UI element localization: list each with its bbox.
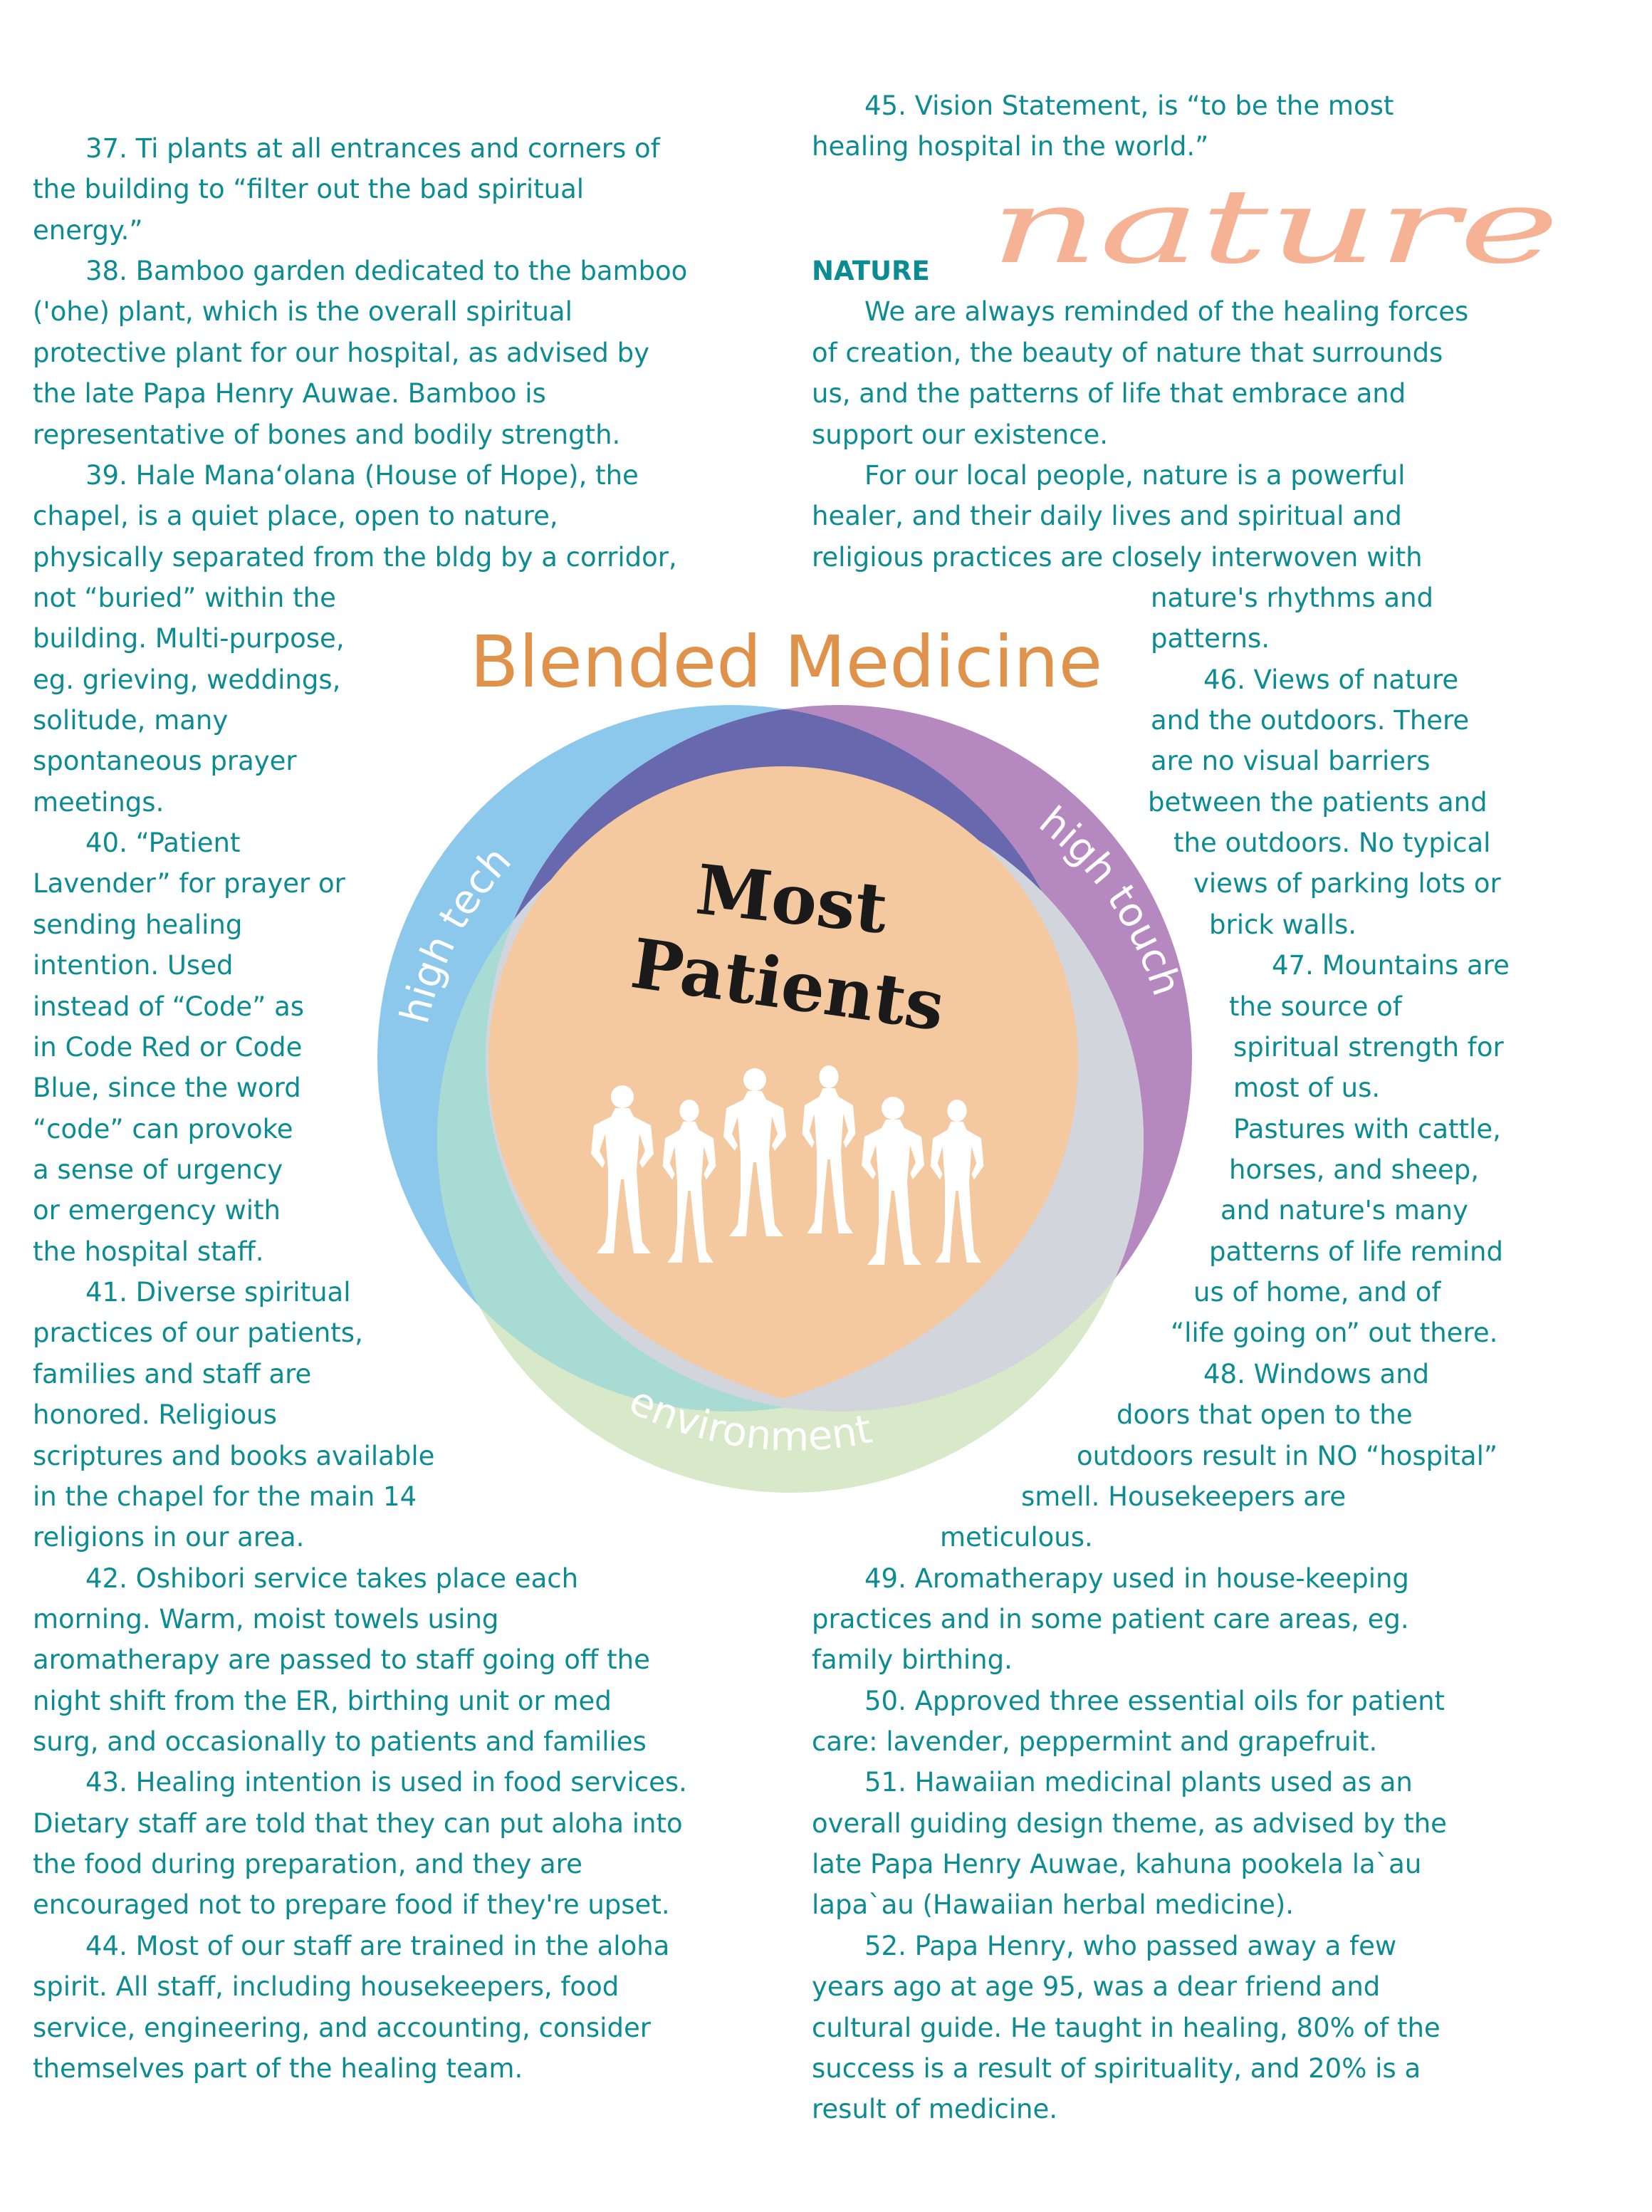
- left-text-line: the food during preparation, and they ar…: [33, 1849, 582, 1880]
- left-text-line: not “buried” within the: [33, 582, 336, 613]
- left-text-line: physically separated from the bldg by a …: [33, 541, 677, 573]
- left-text-line: 40. “Patient: [85, 828, 241, 859]
- right-text-line: “life going on” out there.: [1171, 1318, 1498, 1349]
- right-text-line: 51. Hawaiian medicinal plants used as an: [864, 1767, 1413, 1798]
- left-text-line: building. Multi-purpose,: [33, 623, 345, 654]
- right-text-line: us of home, and of: [1193, 1277, 1441, 1308]
- left-text-line: 38. Bamboo garden dedicated to the bambo…: [85, 256, 688, 287]
- left-text-line: or emergency with: [33, 1195, 281, 1226]
- left-text-line: service, engineering, and accounting, co…: [33, 2012, 651, 2043]
- center-label-most: Most: [692, 849, 891, 949]
- left-text-line: 41. Diverse spiritual: [85, 1277, 351, 1308]
- left-text-line: intention. Used: [33, 950, 234, 981]
- left-text-line: Dietary staff are told that they can put…: [33, 1807, 683, 1839]
- right-text-line: us, and the patterns of life that embrac…: [812, 378, 1406, 409]
- right-text-line: For our local people, nature is a powerf…: [864, 459, 1406, 491]
- right-text-line: meticulous.: [940, 1522, 1093, 1553]
- right-text-line: success is a result of spirituality, and…: [812, 2052, 1421, 2084]
- left-text-line: in the chapel for the main 14: [33, 1481, 417, 1512]
- right-text-line: lapa`au (Hawaiian herbal medicine).: [812, 1889, 1295, 1921]
- right-text-line: nature's rhythms and: [1151, 582, 1434, 613]
- right-text-line: brick walls.: [1209, 909, 1357, 940]
- right-text-line: 48. Windows and: [1203, 1358, 1430, 1389]
- left-text-line: 39. Hale Mana‘olana (House of Hope), the: [85, 459, 639, 491]
- right-text-line: the source of: [1229, 991, 1402, 1022]
- right-text-line: between the patients and: [1148, 786, 1488, 818]
- left-text-line: protective plant for our hospital, as ad…: [33, 337, 650, 368]
- right-text-line: healing hospital in the world.”: [812, 131, 1209, 162]
- left-text-line: themselves part of the healing team.: [33, 2052, 523, 2084]
- left-text-line: a sense of urgency: [33, 1154, 283, 1185]
- right-text-line: support our existence.: [812, 419, 1109, 450]
- right-text-line: 45. Vision Statement, is “to be the most: [864, 90, 1394, 121]
- left-text-line: representative of bones and bodily stren…: [33, 419, 621, 450]
- right-text-line: and nature's many: [1220, 1195, 1468, 1226]
- left-text-line: spirit. All staff, including housekeeper…: [33, 1971, 620, 2003]
- left-text-line: night shift from the ER, birthing unit o…: [33, 1685, 612, 1716]
- left-text-line: 37. Ti plants at all entrances and corne…: [85, 133, 660, 164]
- right-text-line: Pastures with cattle,: [1233, 1113, 1501, 1144]
- left-text-line: encouraged not to prepare food if they'r…: [33, 1889, 670, 1921]
- left-text-line: chapel, is a quiet place, open to nature…: [33, 501, 558, 532]
- right-text-line: 47. Mountains are: [1272, 950, 1510, 981]
- right-text-line: care: lavender, peppermint and grapefrui…: [812, 1726, 1378, 1758]
- left-text-line: surg, and occasionally to patients and f…: [33, 1726, 647, 1758]
- left-text-line: practices of our patients,: [33, 1318, 363, 1349]
- right-text-line: years ago at age 95, was a dear friend a…: [812, 1971, 1381, 2003]
- left-text-line: energy.”: [33, 214, 143, 246]
- right-text-line: practices and in some patient care areas…: [812, 1603, 1409, 1634]
- left-text-line: 42. Oshibori service takes place each: [85, 1563, 579, 1594]
- left-text-line: spontaneous prayer: [33, 746, 297, 777]
- right-text-line: healer, and their daily lives and spirit…: [812, 501, 1402, 532]
- right-text-line: doors that open to the: [1117, 1399, 1413, 1431]
- right-text-line: result of medicine.: [812, 2094, 1058, 2125]
- right-text-line: We are always reminded of the healing fo…: [864, 296, 1469, 328]
- left-text-line: instead of “Code” as: [33, 991, 305, 1022]
- left-text-line: ('ohe) plant, which is the overall spiri…: [33, 296, 573, 328]
- right-text-line: 50. Approved three essential oils for pa…: [864, 1685, 1446, 1716]
- right-text-line: patterns of life remind: [1209, 1236, 1503, 1267]
- left-text-line: aromatherapy are passed to staff going o…: [33, 1644, 650, 1676]
- left-text-line: eg. grieving, weddings,: [33, 664, 341, 695]
- left-text-line: the building to “filter out the bad spir…: [33, 174, 585, 205]
- right-text-line: smell. Housekeepers are: [1021, 1481, 1347, 1512]
- right-text-line: most of us.: [1233, 1073, 1381, 1104]
- right-text-line: late Papa Henry Auwae, kahuna pookela la…: [812, 1849, 1422, 1880]
- right-text-line: religious practices are closely interwov…: [812, 541, 1423, 573]
- left-text-line: scriptures and books available: [33, 1440, 435, 1471]
- left-text-line: 44. Most of our staff are trained in the…: [85, 1930, 670, 1961]
- right-text-line: family birthing.: [812, 1644, 1013, 1676]
- right-text-line: horses, and sheep,: [1229, 1154, 1480, 1185]
- left-text-line: in Code Red or Code: [33, 1031, 303, 1063]
- right-text-line: 49. Aromatherapy used in house-keeping: [864, 1563, 1409, 1594]
- right-text-line: cultural guide. He taught in healing, 80…: [812, 2012, 1441, 2043]
- left-text-line: solitude, many: [33, 705, 229, 736]
- right-text-line: the outdoors. No typical: [1173, 828, 1491, 859]
- left-text-line: meetings.: [33, 786, 164, 818]
- left-text-line: families and staff are: [33, 1358, 312, 1389]
- right-text-line: overall guiding design theme, as advised…: [812, 1807, 1447, 1839]
- right-text-line: views of parking lots or: [1193, 868, 1501, 899]
- right-text-line: spiritual strength for: [1233, 1031, 1504, 1063]
- left-text-line: honored. Religious: [33, 1399, 277, 1431]
- left-text-line: the late Papa Henry Auwae. Bamboo is: [33, 378, 546, 409]
- left-text-line: Blue, since the word: [33, 1073, 301, 1104]
- left-text-line: “code” can provoke: [33, 1113, 293, 1144]
- right-text-line: of creation, the beauty of nature that s…: [812, 337, 1443, 368]
- nature-decorative-title: nature: [990, 167, 1559, 286]
- diagram-title: Blended Medicine: [470, 620, 1102, 704]
- right-text-line: are no visual barriers: [1151, 746, 1431, 777]
- left-text-line: religions in our area.: [33, 1522, 305, 1553]
- left-text-line: sending healing: [33, 909, 243, 940]
- left-text-line: the hospital staff.: [33, 1236, 264, 1267]
- left-text-line: Lavender” for prayer or: [33, 868, 345, 899]
- right-text-line: 46. Views of nature: [1203, 664, 1459, 695]
- left-text-line: morning. Warm, moist towels using: [33, 1603, 499, 1634]
- right-text-line: and the outdoors. There: [1151, 705, 1470, 736]
- left-text-line: 43. Healing intention is used in food se…: [85, 1767, 687, 1798]
- right-text-line: outdoors result in NO “hospital”: [1077, 1440, 1498, 1471]
- right-text-line: patterns.: [1151, 623, 1270, 654]
- nature-heading: NATURE: [812, 256, 930, 287]
- right-text-line: 52. Papa Henry, who passed away a few: [864, 1930, 1397, 1961]
